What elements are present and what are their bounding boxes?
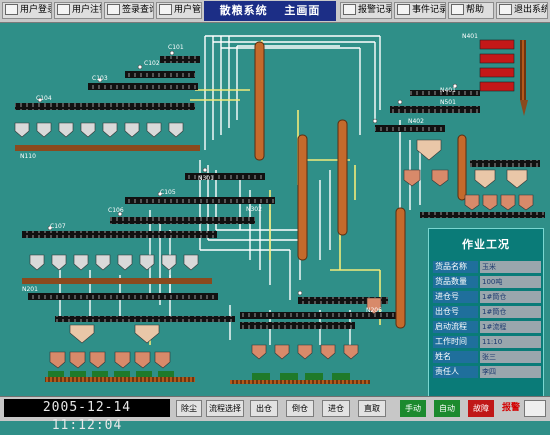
- label-c103: C103: [92, 75, 108, 82]
- toolbar-user-manage-label: 用户管理: [174, 5, 202, 15]
- toolbar-alarm-log-button[interactable]: 报警记录: [340, 2, 392, 19]
- label-c107: C107: [50, 223, 66, 230]
- user-login-icon: [5, 4, 18, 15]
- clock-display: 2005-12-14 11:12:04: [4, 399, 170, 433]
- trucks-bottom-middle: [252, 373, 350, 380]
- panel-label: 责任人: [433, 366, 478, 378]
- panel-row-out-silo: 出仓号 1#筒仓: [433, 306, 541, 318]
- transfer-silo-button[interactable]: 倒仓: [286, 400, 314, 417]
- auto-mode-indicator[interactable]: 自动: [434, 400, 460, 417]
- panel-row-product-name: 货品名称 玉米: [433, 261, 541, 273]
- panel-value: 李四: [480, 366, 541, 378]
- toolbar-login-label: 用户登录: [20, 5, 51, 15]
- hoppers-bottom-left: [49, 324, 171, 369]
- panel-row-process: 启动流程 1#流程: [433, 321, 541, 333]
- toolbar-event-log-label: 事件记录: [412, 5, 446, 15]
- label-n206: N206: [366, 307, 382, 314]
- event-log-icon: [397, 4, 410, 15]
- panel-value: 100吨: [480, 276, 541, 288]
- direct-take-button[interactable]: 直取: [358, 400, 386, 417]
- conveyors: [15, 56, 545, 384]
- panel-label: 货品数量: [433, 276, 478, 288]
- toolbar-login-button[interactable]: 用户登录: [2, 2, 52, 19]
- exit-icon: [499, 4, 512, 15]
- toolbar-query-label: 签录查询: [122, 5, 153, 15]
- alarm-label: 报警: [501, 403, 520, 413]
- valves: [37, 50, 458, 296]
- process-diagram: C101 C102 C103 C104 C105 C106 C107 N110 …: [14, 33, 545, 384]
- process-select-button[interactable]: 流程选择: [206, 400, 244, 417]
- toolbar-logout-button[interactable]: 用户注销: [54, 2, 102, 19]
- panel-label: 货品名称: [433, 261, 478, 273]
- bucket-elevators: [254, 41, 467, 329]
- label-n401b: N401: [440, 87, 456, 94]
- panel-label: 进仓号: [433, 291, 478, 303]
- panel-row-responsible: 责任人 李四: [433, 366, 541, 378]
- toolbar-help-label: 帮助: [466, 5, 485, 15]
- toolbar-user-manage-button[interactable]: 用户管理: [156, 2, 202, 19]
- alarm-log-icon: [343, 4, 356, 15]
- label-n401: N401: [462, 33, 478, 40]
- fault-indicator[interactable]: 故障: [468, 400, 494, 417]
- panel-row-name: 姓名 张三: [433, 351, 541, 363]
- toolbar-exit-label: 退出系统: [514, 5, 548, 15]
- toolbar: 用户登录 用户注销 签录查询 用户管理 散粮系统 主画面 报警记录 事件记录 帮…: [0, 0, 550, 23]
- alarm-lamp[interactable]: [524, 400, 546, 417]
- train-wagons: [479, 39, 528, 116]
- panel-row-product-quantity: 货品数量 100吨: [433, 276, 541, 288]
- label-n302: N302: [246, 206, 262, 213]
- panel-value: 玉米: [480, 261, 541, 273]
- in-silo-button[interactable]: 进仓: [322, 400, 350, 417]
- toolbar-query-button[interactable]: 签录查询: [104, 2, 154, 19]
- hoppers-bottom-middle: [251, 344, 359, 360]
- label-c102: C102: [144, 60, 160, 67]
- panel-value: 1#筒仓: [480, 291, 541, 303]
- panel-label: 出仓号: [433, 306, 478, 318]
- panel-label: 启动流程: [433, 321, 478, 333]
- query-icon: [107, 4, 120, 15]
- toolbar-alarm-log-label: 报警记录: [358, 5, 392, 15]
- label-c104: C104: [36, 95, 52, 102]
- label-n201: N201: [22, 286, 38, 293]
- panel-label: 姓名: [433, 351, 478, 363]
- label-c105: C105: [160, 189, 176, 196]
- user-logout-icon: [57, 4, 70, 15]
- silo-row-2: [29, 254, 199, 271]
- trucks-bottom-left: [48, 371, 174, 377]
- panel-title: 作业工况: [462, 238, 510, 251]
- hoppers-right: [366, 139, 534, 315]
- help-icon: [451, 4, 464, 15]
- label-c101: C101: [168, 44, 184, 51]
- toolbar-event-log-button[interactable]: 事件记录: [394, 2, 446, 19]
- dedust-button[interactable]: 除尘: [176, 400, 202, 417]
- label-n110: N110: [20, 153, 36, 160]
- panel-row-work-time: 工作时间 11:10: [433, 336, 541, 348]
- silo-row-1: [14, 122, 184, 138]
- work-status-panel: 作业工况 货品名称 玉米 货品数量 100吨 进仓号 1#筒仓 出仓号 1#筒仓…: [428, 228, 544, 398]
- toolbar-logout-label: 用户注销: [72, 5, 101, 15]
- panel-value: 11:10: [480, 336, 541, 348]
- panel-row-in-silo: 进仓号 1#筒仓: [433, 291, 541, 303]
- label-c106: C106: [108, 207, 124, 214]
- out-silo-button[interactable]: 出仓: [250, 400, 278, 417]
- page-title: 散粮系统 主画面: [204, 1, 336, 21]
- panel-value: 1#流程: [480, 321, 541, 333]
- bottom-bar: 2005-12-14 11:12:04 除尘 流程选择 出仓 倒仓 进仓 直取 …: [0, 396, 550, 433]
- label-n402: N402: [408, 118, 424, 125]
- manual-mode-indicator[interactable]: 手动: [400, 400, 426, 417]
- label-n501: N501: [440, 99, 456, 106]
- user-manage-icon: [159, 4, 172, 15]
- toolbar-help-button[interactable]: 帮助: [448, 2, 494, 19]
- label-n301: N301: [198, 175, 214, 182]
- panel-value: 1#筒仓: [480, 306, 541, 318]
- panel-value: 张三: [480, 351, 541, 363]
- panel-label: 工作时间: [433, 336, 478, 348]
- toolbar-exit-button[interactable]: 退出系统: [496, 2, 548, 19]
